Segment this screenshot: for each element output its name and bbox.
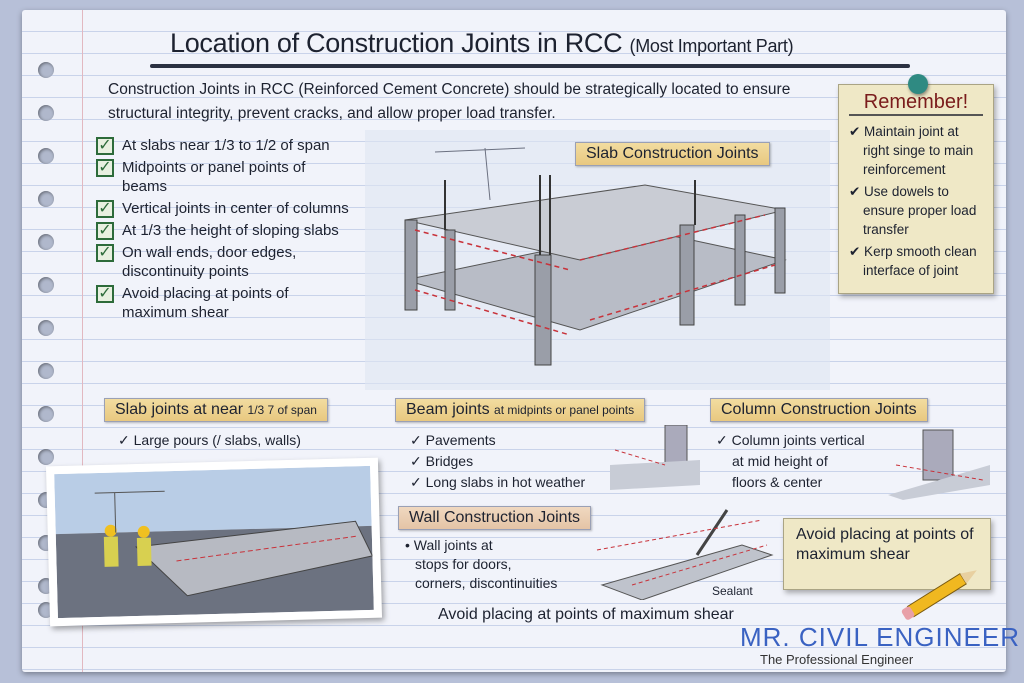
bottom-avoid-text: Avoid placing at points of maximum shear	[438, 606, 734, 623]
checklist-item: ✓Vertical joints in center of columns	[96, 199, 351, 218]
binder-hole	[38, 449, 54, 465]
checkbox-icon: ✓	[96, 244, 114, 262]
checkbox-icon: ✓	[96, 222, 114, 240]
column-joints-item: floors & center	[732, 474, 823, 490]
column-joints-list: ✓ Column joints vertical at mid height o…	[716, 430, 865, 493]
wall-joints-label: Wall Construction Joints	[398, 506, 592, 530]
checklist-item: ✓At slabs near 1/3 to 1/2 of span	[96, 136, 351, 155]
remember-item: ✔ Kerp smooth clean interface of joint	[849, 244, 977, 278]
brand-logo: MR. CIVIL ENGINEER	[740, 622, 1020, 652]
remember-note: Remember! ✔ Maintain joint at right sing…	[838, 84, 994, 294]
binder-hole	[38, 191, 54, 207]
construction-site-photo	[45, 457, 383, 627]
pencil-icon	[901, 570, 977, 620]
checklist-item: ✓Avoid placing at points of maximum shea…	[96, 284, 351, 322]
slab-joints-item: ✓ Large pours (/ slabs, walls)	[118, 432, 301, 448]
checklist-item: ✓At 1/3 the height of sloping slabs	[96, 221, 351, 240]
checklist-item: ✓On wall ends, door edges, discontinuity…	[96, 243, 351, 281]
column-joint-sketch	[888, 429, 990, 500]
sealant-label: Sealant	[712, 584, 753, 598]
workers-on-slab-image	[54, 465, 374, 619]
intro-text: Construction Joints in RCC (Reinforced C…	[108, 81, 791, 122]
binder-hole	[38, 363, 54, 379]
checklist-item: ✓Midpoints or panel points of beams	[96, 158, 351, 196]
pushpin-icon	[908, 74, 928, 94]
remember-title: Remember!	[849, 92, 983, 116]
binder-hole	[38, 234, 54, 250]
margin-line	[82, 10, 83, 672]
column-joints-label: Column Construction Joints	[710, 398, 928, 422]
column-joints-item: at mid height of	[732, 453, 828, 469]
wall-joints-item: corners, discontinuities	[415, 575, 558, 591]
beam-joints-item: ✓ Pavements	[410, 432, 496, 448]
checkbox-icon: ✓	[96, 285, 114, 303]
binder-hole	[38, 277, 54, 293]
remember-item: ✔ Maintain joint at right singe to main …	[849, 124, 974, 177]
beam-joints-item: ✓ Long slabs in hot weather	[410, 474, 586, 490]
checklist: ✓At slabs near 1/3 to 1/2 of span ✓Midpo…	[96, 136, 351, 325]
page-title: Location of Construction Joints in RCC (…	[170, 28, 794, 58]
beam-joints-label: Beam joints at midpints or panel points	[395, 398, 646, 422]
building-frame-illustration	[365, 130, 830, 390]
binder-hole	[38, 62, 54, 78]
slab-construction-joints-label: Slab Construction Joints	[575, 142, 770, 166]
checkbox-icon: ✓	[96, 137, 114, 155]
wall-joints-list: • Wall joints at stops for doors, corner…	[405, 536, 557, 593]
beam-joints-item: ✓ Bridges	[410, 453, 474, 469]
checkbox-icon: ✓	[96, 159, 114, 177]
wall-joints-item: stops for doors,	[415, 556, 512, 572]
binder-hole	[38, 148, 54, 164]
brand-tagline: The Professional Engineer	[760, 652, 914, 667]
beam-joint-sketch	[610, 425, 700, 490]
binder-hole	[38, 406, 54, 422]
checkbox-icon: ✓	[96, 200, 114, 218]
remember-item: ✔ Use dowels to ensure proper load trans…	[849, 184, 977, 237]
binder-hole	[38, 320, 54, 336]
avoid-shear-note: Avoid placing at points of maximum shear	[783, 518, 991, 590]
wall-joints-item: • Wall joints at	[405, 537, 493, 553]
title-underline	[150, 64, 910, 68]
slab-joints-label: Slab joints at near 1/3 7 of span	[104, 398, 328, 422]
beam-joints-list: ✓ Pavements ✓ Bridges ✓ Long slabs in ho…	[410, 430, 585, 493]
binder-hole	[38, 105, 54, 121]
wall-joint-sketch	[596, 509, 774, 600]
column-joints-item: ✓ Column joints vertical	[716, 432, 865, 448]
